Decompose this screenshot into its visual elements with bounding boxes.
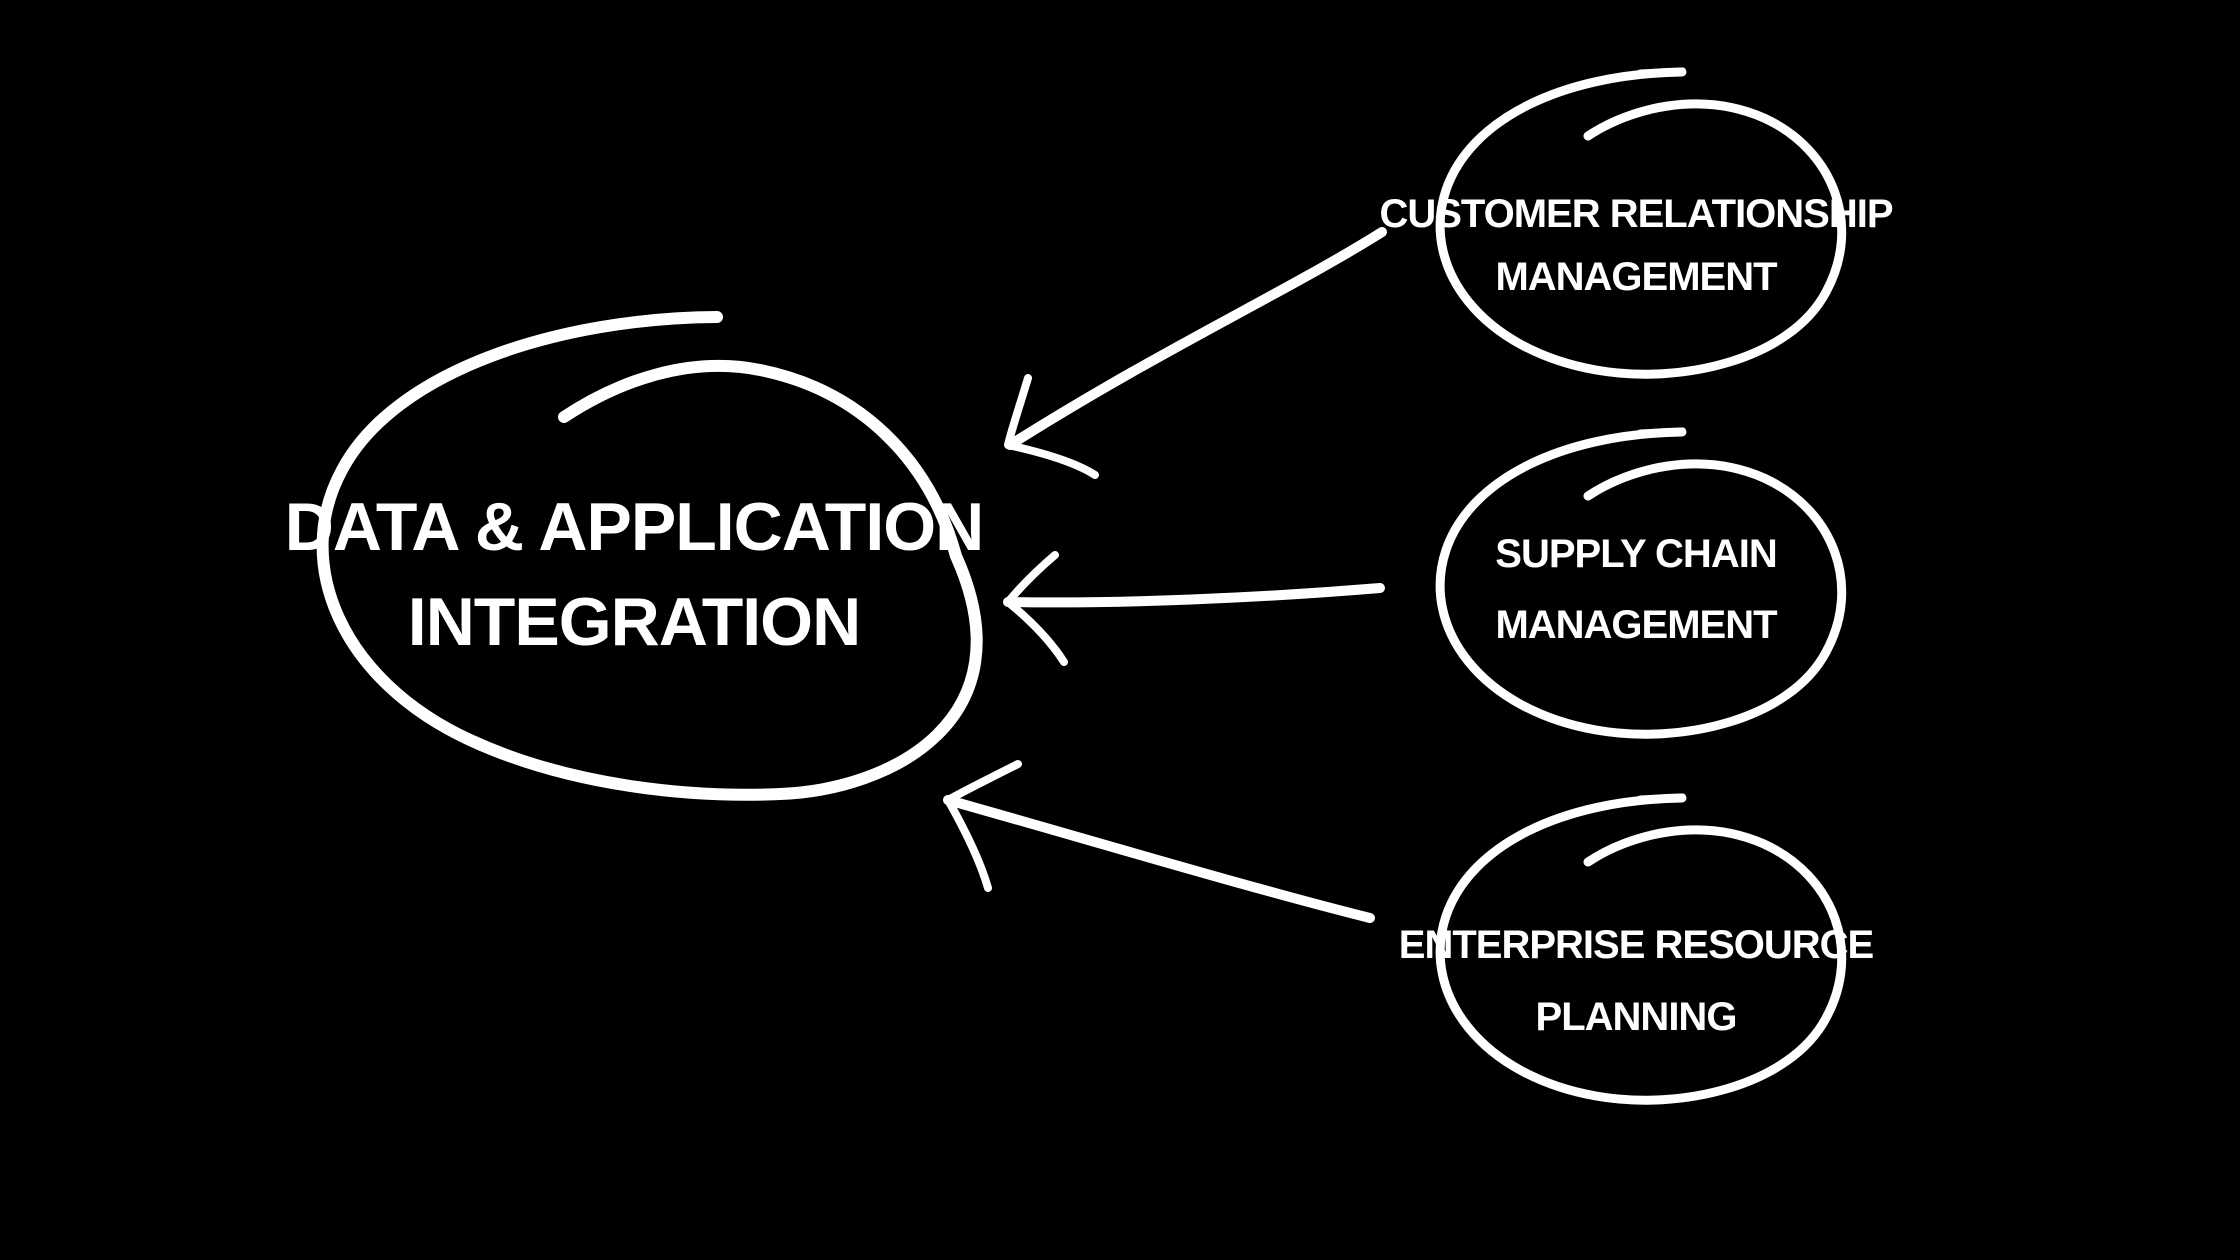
arrow-crm-to-center <box>1004 227 1387 479</box>
arrow-crm-shaft <box>1005 227 1387 450</box>
node-scm-label-line1: SUPPLY CHAIN <box>1495 532 1776 576</box>
node-crm-label-line1: CUSTOMER RELATIONSHIP <box>1379 192 1892 236</box>
arrow-erp-to-center <box>943 760 1375 923</box>
node-scm-label-line2: MANAGEMENT <box>1495 603 1777 647</box>
node-crm-label-line2: MANAGEMENT <box>1495 255 1777 299</box>
arrow-scm-to-center <box>1003 551 1385 666</box>
node-crm-circle <box>1435 67 1847 379</box>
central-node: DATA & APPLICATION INTEGRATION <box>285 311 984 801</box>
node-scm: SUPPLY CHAIN MANAGEMENT <box>1435 427 1847 739</box>
central-node-circle-tail <box>660 311 722 322</box>
arrow-crm-head <box>1004 374 1099 479</box>
arrow-scm-shaft <box>1003 583 1385 608</box>
node-scm-circle-tail <box>1637 427 1686 435</box>
arrow-erp-head <box>944 760 1022 892</box>
node-scm-circle <box>1435 427 1847 739</box>
node-erp-label-line2: PLANNING <box>1536 995 1737 1039</box>
central-node-label-line1: DATA & APPLICATION <box>285 489 983 565</box>
node-erp-label-line1: ENTERPRISE RESOURCE <box>1399 923 1874 967</box>
node-erp-circle <box>1435 793 1847 1105</box>
node-erp-circle-tail <box>1637 793 1686 801</box>
node-crm: CUSTOMER RELATIONSHIP MANAGEMENT <box>1379 67 1894 379</box>
node-crm-circle-tail <box>1637 67 1686 75</box>
arrow-erp-shaft <box>943 795 1375 923</box>
node-erp: ENTERPRISE RESOURCE PLANNING <box>1399 793 1875 1105</box>
arrow-scm-head <box>1004 551 1068 666</box>
central-node-label-line2: INTEGRATION <box>408 584 860 660</box>
central-node-circle <box>316 311 983 801</box>
